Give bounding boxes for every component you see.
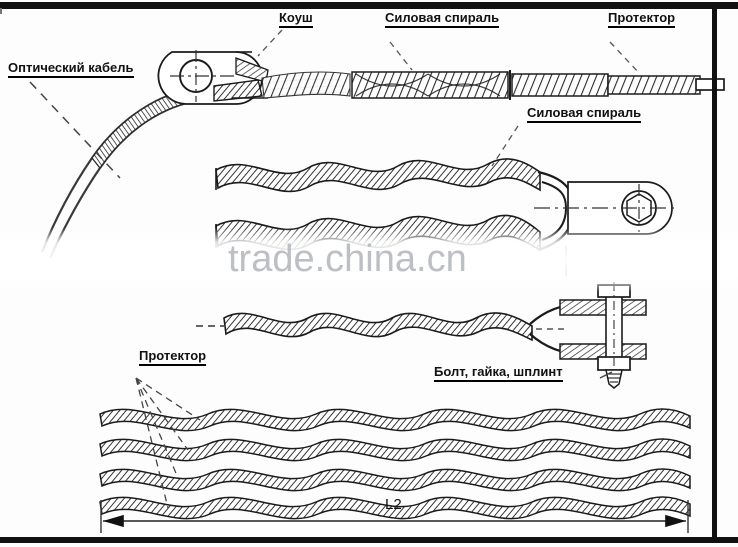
leader-bolt-nut-cotter <box>599 371 613 379</box>
leader-power-spiral-mid <box>491 125 519 167</box>
right-border-bar <box>712 8 717 538</box>
label-protector-bottom: Протектор <box>139 348 207 366</box>
figure-1-assembly <box>29 29 725 259</box>
label-thimble: Коуш <box>279 10 313 28</box>
dimension-label-l2: L2 <box>385 496 402 513</box>
optical-cable-curve <box>40 86 203 259</box>
cotter-pin <box>605 369 623 389</box>
leaders-protector-bottom <box>135 377 201 509</box>
bottom-border-bar <box>0 537 738 543</box>
protector-rod-3 <box>99 468 691 492</box>
figure-3-assembly <box>196 282 647 389</box>
leader-thimble <box>257 29 283 57</box>
clevis-bracket <box>559 299 647 360</box>
protector-rod-2 <box>99 438 691 462</box>
leader-optical-cable <box>29 81 121 179</box>
bolt-assembly <box>597 282 631 389</box>
label-power-spiral-mid: Силовая спираль <box>527 105 642 123</box>
dimension-l2 <box>100 500 689 533</box>
helical-rod-upper <box>215 158 541 193</box>
top-border-bar <box>0 2 738 9</box>
leader-power-spiral-top <box>389 41 413 71</box>
label-optical-cable: Оптический кабель <box>8 60 134 78</box>
label-power-spiral-top: Силовая спираль <box>385 10 500 28</box>
eye-fitting <box>534 181 676 235</box>
strand-transition <box>261 71 351 99</box>
thimble-part <box>157 50 269 105</box>
left-edge-mark <box>0 8 2 14</box>
label-bolt-nut-cotter: Болт, гайка, шплинт <box>434 364 563 382</box>
helical-rod-single <box>223 312 533 342</box>
protector-rod-1 <box>99 408 691 432</box>
figure-4-assembly <box>99 377 691 533</box>
watermark-text: trade.china.cn <box>228 238 467 280</box>
protector-top-body <box>607 75 725 95</box>
leader-protector-top <box>609 41 641 75</box>
label-protector-top: Протектор <box>608 10 676 28</box>
power-spiral-top-body <box>351 70 609 100</box>
